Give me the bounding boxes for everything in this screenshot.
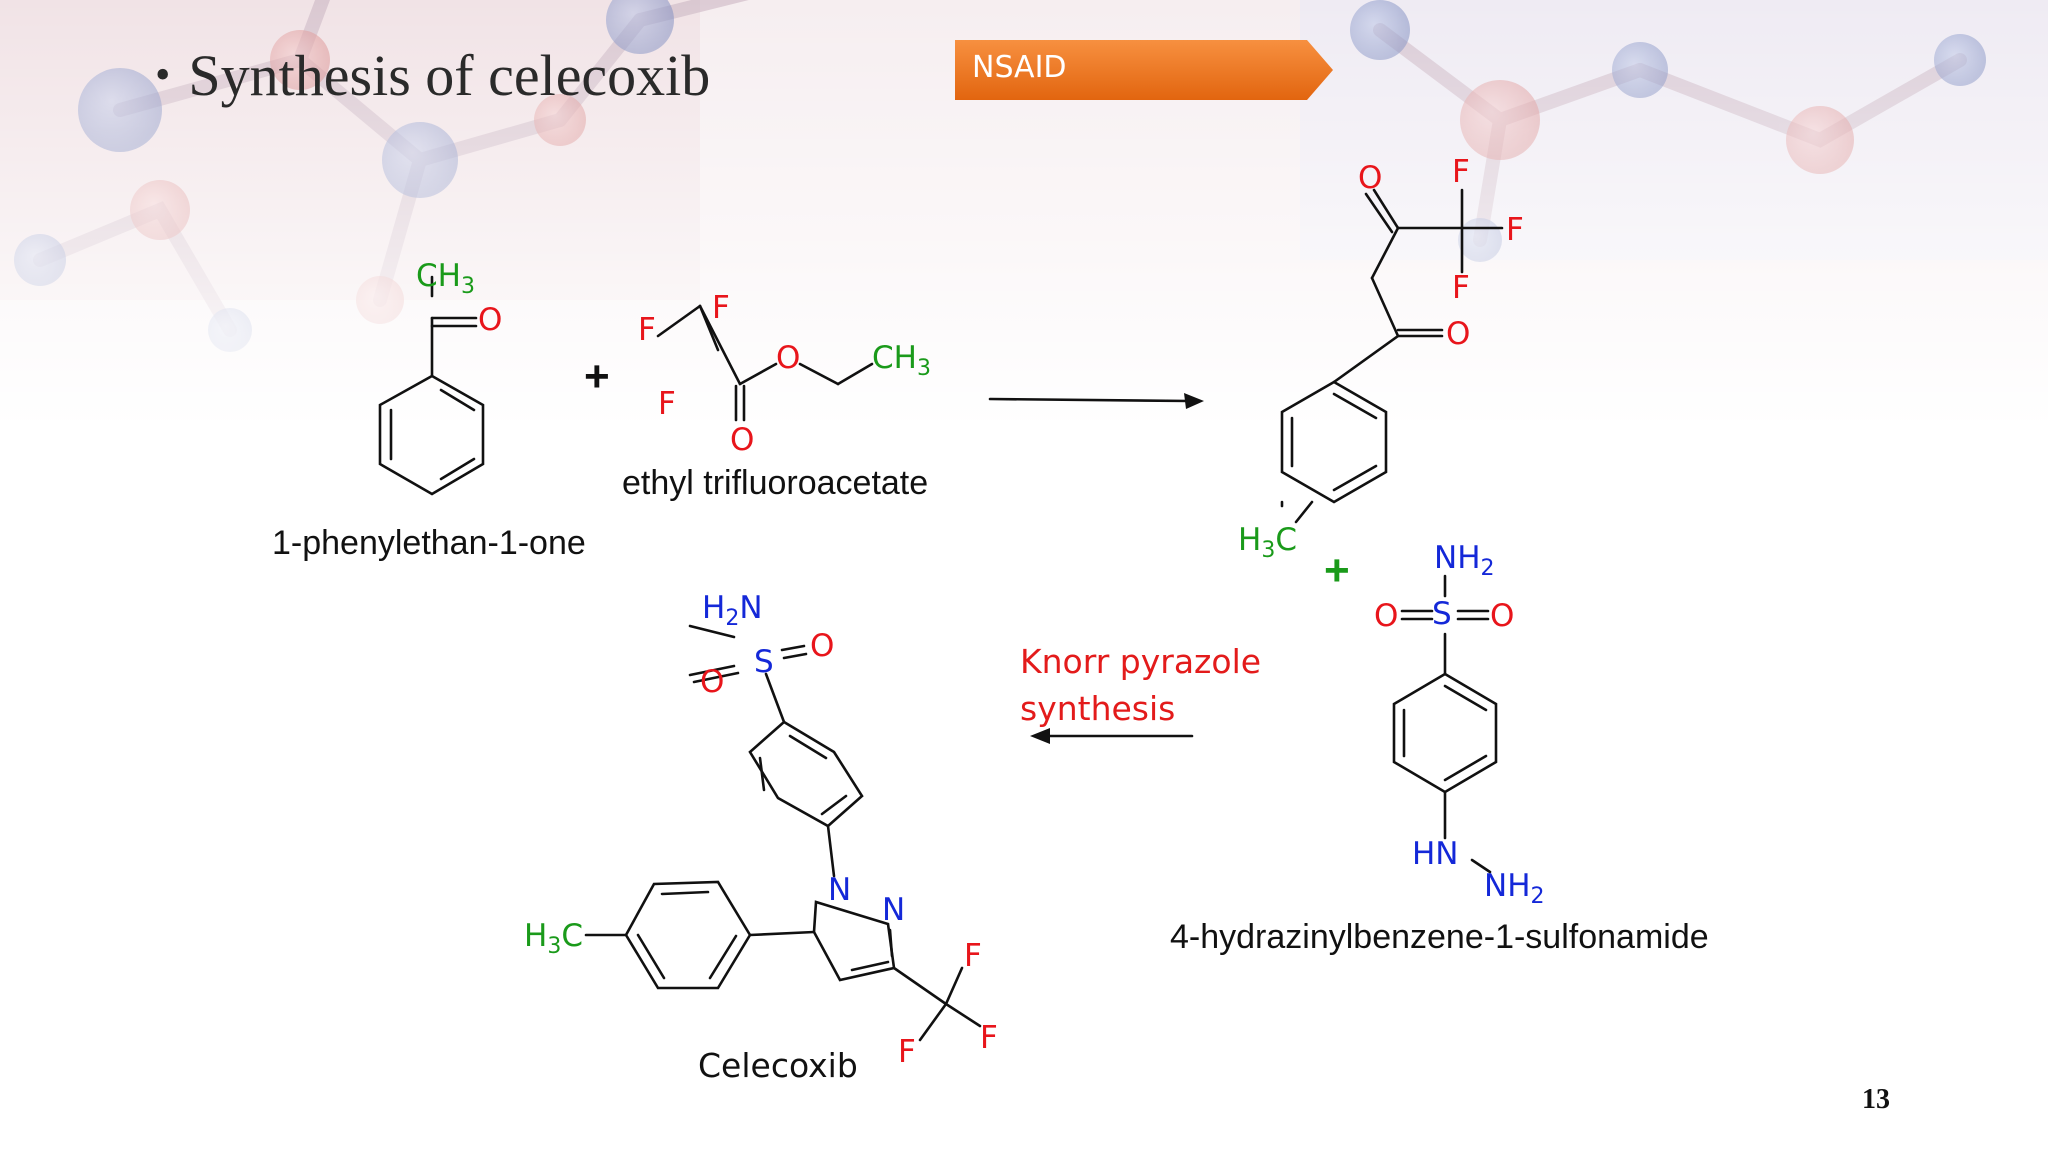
knorr-step-label: Knorr pyrazole synthesis (1020, 638, 1261, 732)
atom-label-ch3: CH3 (416, 258, 475, 300)
atom-label-nh2: NH2 (1434, 540, 1495, 582)
knorr-arrowhead-icon (1030, 728, 1050, 744)
plus-sign: + (584, 352, 610, 401)
atom-label-o: O (478, 302, 503, 338)
atom-label-f: F (1452, 154, 1470, 190)
page-number: 13 (1862, 1084, 1890, 1115)
bullet-icon: • (155, 50, 171, 99)
compound-name-celecoxib: Celecoxib (698, 1046, 858, 1085)
atom-label-s: S (754, 644, 774, 680)
atom-label-hn: HN (1412, 836, 1459, 872)
forward-arrowhead-icon (1184, 393, 1204, 409)
knorr-step-line1: Knorr pyrazole (1020, 642, 1262, 681)
compound-name-hydrazine: 4-hydrazinylbenzene-1-sulfonamide (1170, 918, 1709, 956)
atom-label-n: N (882, 892, 906, 928)
knorr-step-line2: synthesis (1020, 689, 1176, 728)
ester-structure (656, 304, 874, 422)
atom-label-o: O (776, 340, 801, 376)
compound-name-acetophenone: 1-phenylethan-1-one (272, 524, 586, 562)
slide-title: • Synthesis of celecoxib (155, 42, 710, 109)
slide-title-text: Synthesis of celecoxib (188, 43, 711, 108)
atom-label-h3c: H3C (524, 918, 583, 960)
atom-label-s: S (1432, 596, 1452, 632)
nsaid-badge: NSAID (955, 38, 1335, 102)
forward-arrow-line (988, 397, 1192, 403)
atom-label-f: F (964, 938, 982, 974)
compound-name-ester: ethyl trifluoroacetate (622, 464, 929, 502)
atom-label-f: F (1452, 270, 1470, 306)
atom-label-f: F (1506, 212, 1524, 248)
hydrazine-structure (1392, 574, 1498, 874)
atom-label-h2n: H2N (702, 590, 763, 632)
diketone-structure (1280, 188, 1504, 524)
nsaid-badge-label: NSAID (972, 50, 1067, 85)
atom-label-o: O (1374, 598, 1399, 634)
atom-label-o: O (1490, 598, 1515, 634)
atom-label-f: F (638, 312, 656, 348)
atom-label-o: O (810, 628, 835, 664)
arrow-pentagon-icon (955, 40, 1333, 100)
atom-label-ch3: CH3 (872, 340, 931, 382)
atom-label-h3c: H3C (1238, 522, 1297, 564)
atom-label-o: O (730, 422, 755, 458)
atom-label-o: O (1446, 316, 1471, 352)
atom-label-f: F (658, 386, 676, 422)
atom-label-o: O (1358, 160, 1383, 196)
atom-label-f: F (898, 1034, 916, 1070)
celecoxib-structure (584, 624, 982, 1042)
atom-label-f: F (980, 1020, 998, 1056)
atom-label-n: N (828, 872, 852, 908)
atom-label-f: F (712, 290, 730, 326)
atom-label-nh2: NH2 (1484, 868, 1545, 910)
acetophenone-structure (378, 275, 485, 496)
plus-sign: + (1324, 546, 1350, 595)
atom-label-o: O (700, 664, 725, 700)
